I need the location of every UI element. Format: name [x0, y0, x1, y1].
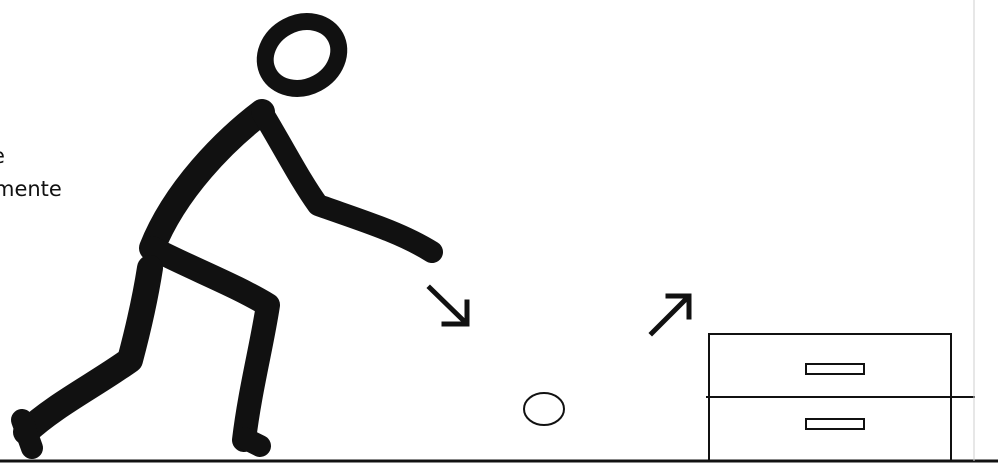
figure-head: [253, 9, 350, 101]
drawer-handle-bottom: [806, 419, 864, 429]
drawer-box: [706, 334, 975, 461]
arrow-up-right-icon: [652, 296, 689, 333]
figure-arm: [262, 112, 432, 252]
figure-front-foot: [244, 438, 260, 446]
figure-front-leg: [152, 248, 268, 440]
stick-figure: [22, 9, 432, 448]
arrow-down-right-icon: [430, 288, 467, 324]
ball: [524, 393, 564, 425]
drawer-handle-top: [806, 364, 864, 374]
figure-back-foot: [22, 420, 32, 448]
figure-torso: [152, 112, 262, 248]
figure-back-leg: [26, 268, 150, 432]
